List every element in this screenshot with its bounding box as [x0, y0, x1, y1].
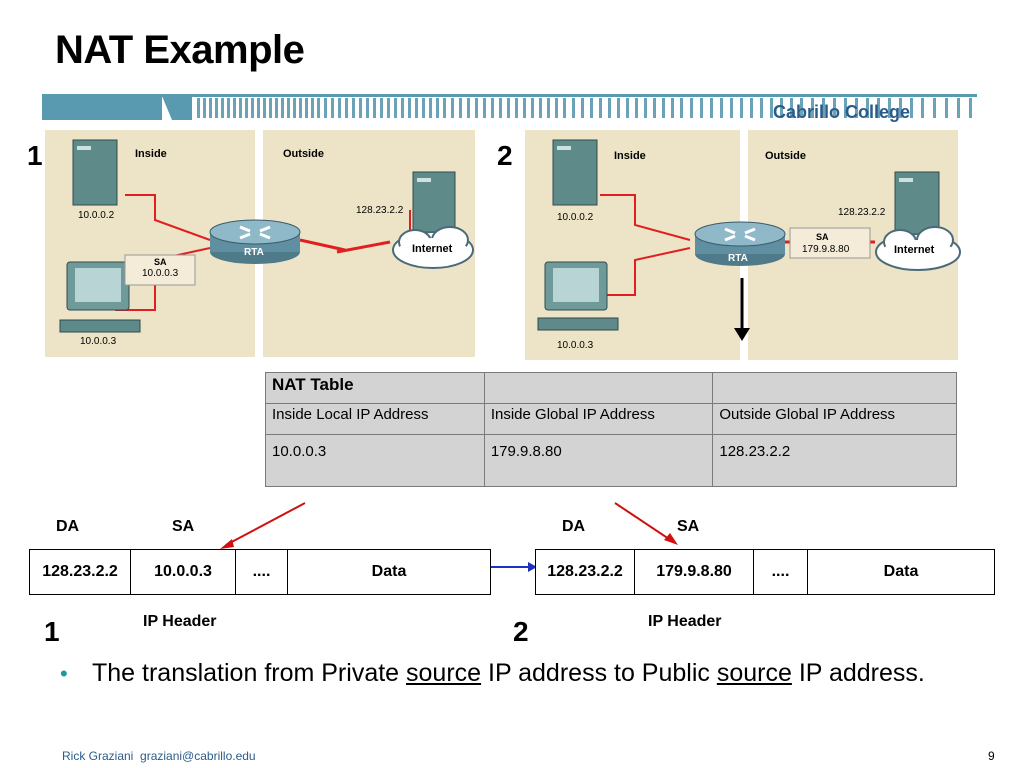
inside-label-1: Inside	[135, 148, 167, 160]
down-arrow-icon	[734, 278, 750, 341]
annotation-arrows	[220, 502, 678, 572]
column-header-inside-global: Inside Global IP Address	[483, 403, 714, 435]
internet-ip-1: 128.23.2.2	[356, 205, 404, 216]
footer-email[interactable]: graziani@cabrillo.edu	[140, 749, 256, 763]
step-number-2-top: 2	[497, 140, 513, 171]
bullet-icon: •	[60, 661, 68, 686]
sa-label-2: SA	[816, 232, 829, 242]
server-icon	[552, 139, 598, 206]
pc-ip-2: 10.0.0.3	[557, 340, 594, 351]
sa-label-1: SA	[154, 257, 167, 267]
sa-value-2: 179.9.8.80	[802, 244, 850, 255]
internet-label-1: Internet	[412, 243, 453, 255]
network-diagram-2	[537, 139, 961, 331]
packet-dots-field: ....	[236, 550, 288, 594]
da-label-1: DA	[56, 518, 80, 535]
ip-packet-1: 128.23.2.2 10.0.0.3 .... Data	[29, 549, 491, 595]
internet-label-2: Internet	[894, 244, 935, 256]
header-banner	[42, 94, 977, 122]
packet-sa-field: 179.9.8.80	[635, 550, 754, 594]
network-diagram-1	[59, 139, 474, 333]
arrow-head-icon	[528, 562, 537, 572]
column-header-inside-local: Inside Local IP Address	[265, 403, 485, 435]
packet-data-field: Data	[371, 563, 407, 580]
internet-cloud-icon	[392, 226, 474, 269]
ip-packet-2: 128.23.2.2 179.9.8.80 .... Data	[535, 549, 995, 595]
pc-icon	[537, 261, 619, 331]
inside-label-2: Inside	[614, 150, 646, 162]
packet-data-field: Data	[883, 563, 919, 580]
server-ip-1: 10.0.0.2	[78, 210, 115, 221]
cell-outside-global: 128.23.2.2	[712, 434, 957, 487]
page-number: 9	[988, 749, 995, 763]
server-ip-2: 10.0.0.2	[557, 212, 594, 223]
internet-server-icon	[412, 171, 456, 233]
internet-cloud-icon	[875, 226, 961, 271]
outside-label-1: Outside	[283, 148, 324, 160]
packet-da-field: 128.23.2.2	[536, 550, 635, 594]
outside-label-2: Outside	[765, 150, 806, 162]
ip-header-caption-1: IP Header	[143, 613, 217, 630]
slide-title: NAT Example	[55, 28, 305, 72]
internet-ip-2: 128.23.2.2	[838, 207, 886, 218]
arrow-head-icon	[664, 533, 678, 545]
packet-dots-field: ....	[754, 550, 808, 594]
nat-table: NAT Table Inside Local IP Address Inside…	[265, 372, 957, 487]
router-icon	[694, 221, 786, 266]
sa-value-1: 10.0.0.3	[142, 268, 179, 279]
packet-da-field: 128.23.2.2	[30, 550, 131, 594]
router-label-1: RTA	[244, 247, 264, 258]
packet-envelope-icon	[789, 227, 871, 259]
nat-table-title: NAT Table	[265, 372, 485, 404]
cell-inside-local: 10.0.0.3	[265, 434, 485, 487]
nat-table-header-empty	[712, 372, 957, 404]
router-label-2: RTA	[728, 253, 748, 264]
packet-envelope-icon	[124, 254, 196, 286]
arrow-head-icon	[220, 539, 234, 549]
router-icon	[209, 219, 301, 264]
sa-header-label-1: SA	[172, 518, 195, 535]
packet-sa-field: 10.0.0.3	[131, 550, 236, 594]
ip-header-caption-2: IP Header	[648, 613, 722, 630]
column-header-outside-global: Outside Global IP Address	[712, 403, 957, 435]
step-number-1-bottom: 1	[44, 616, 60, 647]
pc-ip-1: 10.0.0.3	[80, 336, 117, 347]
pc-icon	[59, 261, 141, 333]
server-icon	[72, 139, 118, 206]
step-number-2-bottom: 2	[513, 616, 529, 647]
college-name: Cabrillo College	[773, 102, 911, 122]
nat-table-header-empty	[483, 372, 714, 404]
step-number-1-top: 1	[27, 140, 43, 171]
bullet-text: The translation from Private source IP a…	[92, 659, 925, 687]
footer-author: Rick Graziani	[62, 749, 134, 763]
internet-server-icon	[894, 171, 940, 235]
footer: Rick Graziani graziani@cabrillo.edu	[62, 749, 256, 763]
sa-header-label-2: SA	[677, 518, 700, 535]
cell-inside-global: 179.9.8.80	[483, 434, 714, 487]
da-label-2: DA	[562, 518, 586, 535]
